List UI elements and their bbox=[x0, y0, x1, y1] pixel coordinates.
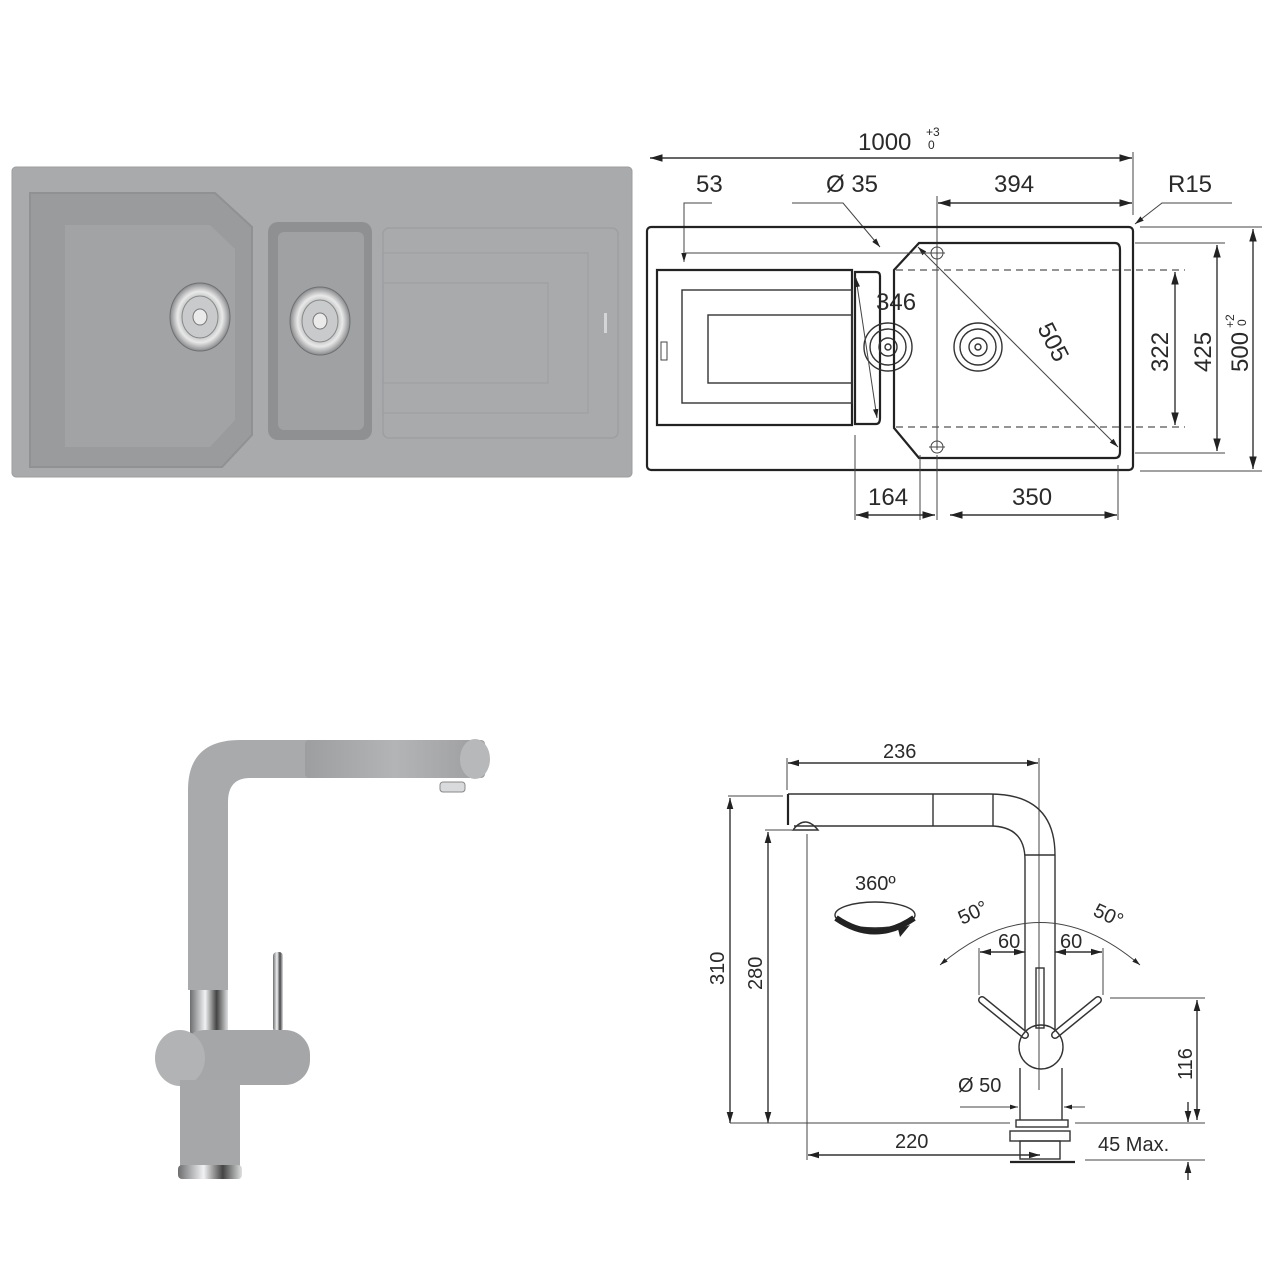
tap-lever bbox=[273, 952, 283, 1032]
small-bowl-outline bbox=[853, 270, 882, 426]
total-height-label: 310 bbox=[707, 952, 729, 985]
bowl-depth-inner-label: 322 bbox=[1147, 332, 1174, 372]
small-drain-icon bbox=[863, 322, 913, 372]
overall-depth-label: 500 bbox=[1227, 332, 1254, 372]
tap-spout bbox=[305, 740, 485, 778]
main-bowl-diagonal-label: 505 bbox=[1032, 318, 1074, 366]
tap-spout-column bbox=[188, 740, 310, 990]
rotation-label: 360º bbox=[855, 873, 896, 895]
spout-to-center-label: 220 bbox=[895, 1131, 928, 1153]
small-bowl-drain-icon bbox=[289, 286, 351, 356]
tap-hole-label: Ø 35 bbox=[826, 171, 878, 198]
lever-angle-left-label: 50° bbox=[955, 897, 992, 930]
main-bowl-drain-icon bbox=[169, 282, 231, 352]
rotation-arrow-icon bbox=[834, 901, 916, 937]
max-worktop-label: 45 Max. bbox=[1098, 1134, 1169, 1156]
small-bowl-width-label: 164 bbox=[868, 484, 908, 511]
lever-offset-left-label: 60 bbox=[998, 931, 1020, 953]
sink-photo bbox=[10, 165, 635, 480]
spout-height-label: 280 bbox=[745, 957, 767, 990]
small-bowl-diagonal-label: 346 bbox=[876, 289, 916, 316]
main-bowl-offset-label: 394 bbox=[994, 171, 1034, 198]
corner-radius-label: R15 bbox=[1168, 171, 1212, 198]
lever-angle-right-label: 50° bbox=[1090, 900, 1127, 933]
lever-height-label: 116 bbox=[1175, 1048, 1197, 1080]
sink-dimension-drawing: 1000 +3 0 53 Ø 35 394 R15 346 bbox=[640, 110, 1280, 530]
lever-offset-right-label: 60 bbox=[1060, 931, 1082, 953]
tap-photo bbox=[150, 720, 510, 1190]
main-bowl-outline bbox=[892, 241, 1122, 460]
main-drain-icon bbox=[953, 322, 1003, 372]
svg-text:+2: +2 bbox=[1223, 314, 1237, 328]
edge-offset-label: 53 bbox=[696, 171, 723, 198]
overall-width-label: 1000 bbox=[858, 129, 911, 156]
sink-outline bbox=[645, 225, 1135, 472]
tap-hole-top-icon bbox=[929, 246, 945, 260]
main-bowl-width-label: 350 bbox=[1012, 484, 1052, 511]
svg-text:0: 0 bbox=[928, 138, 935, 152]
tap-hole-bottom-icon bbox=[929, 440, 945, 454]
tap-body bbox=[180, 1030, 310, 1085]
tap-dimension-drawing: 236 310 280 360º 50° 50° 60 60 bbox=[700, 730, 1220, 1180]
bowl-depth-outer-label: 425 bbox=[1190, 332, 1217, 372]
base-diameter-label: Ø 50 bbox=[958, 1075, 1001, 1097]
reach-label: 236 bbox=[883, 741, 916, 763]
tap-body-circle bbox=[1018, 1024, 1064, 1070]
svg-text:+3: +3 bbox=[926, 125, 940, 139]
svg-text:0: 0 bbox=[1235, 319, 1249, 326]
